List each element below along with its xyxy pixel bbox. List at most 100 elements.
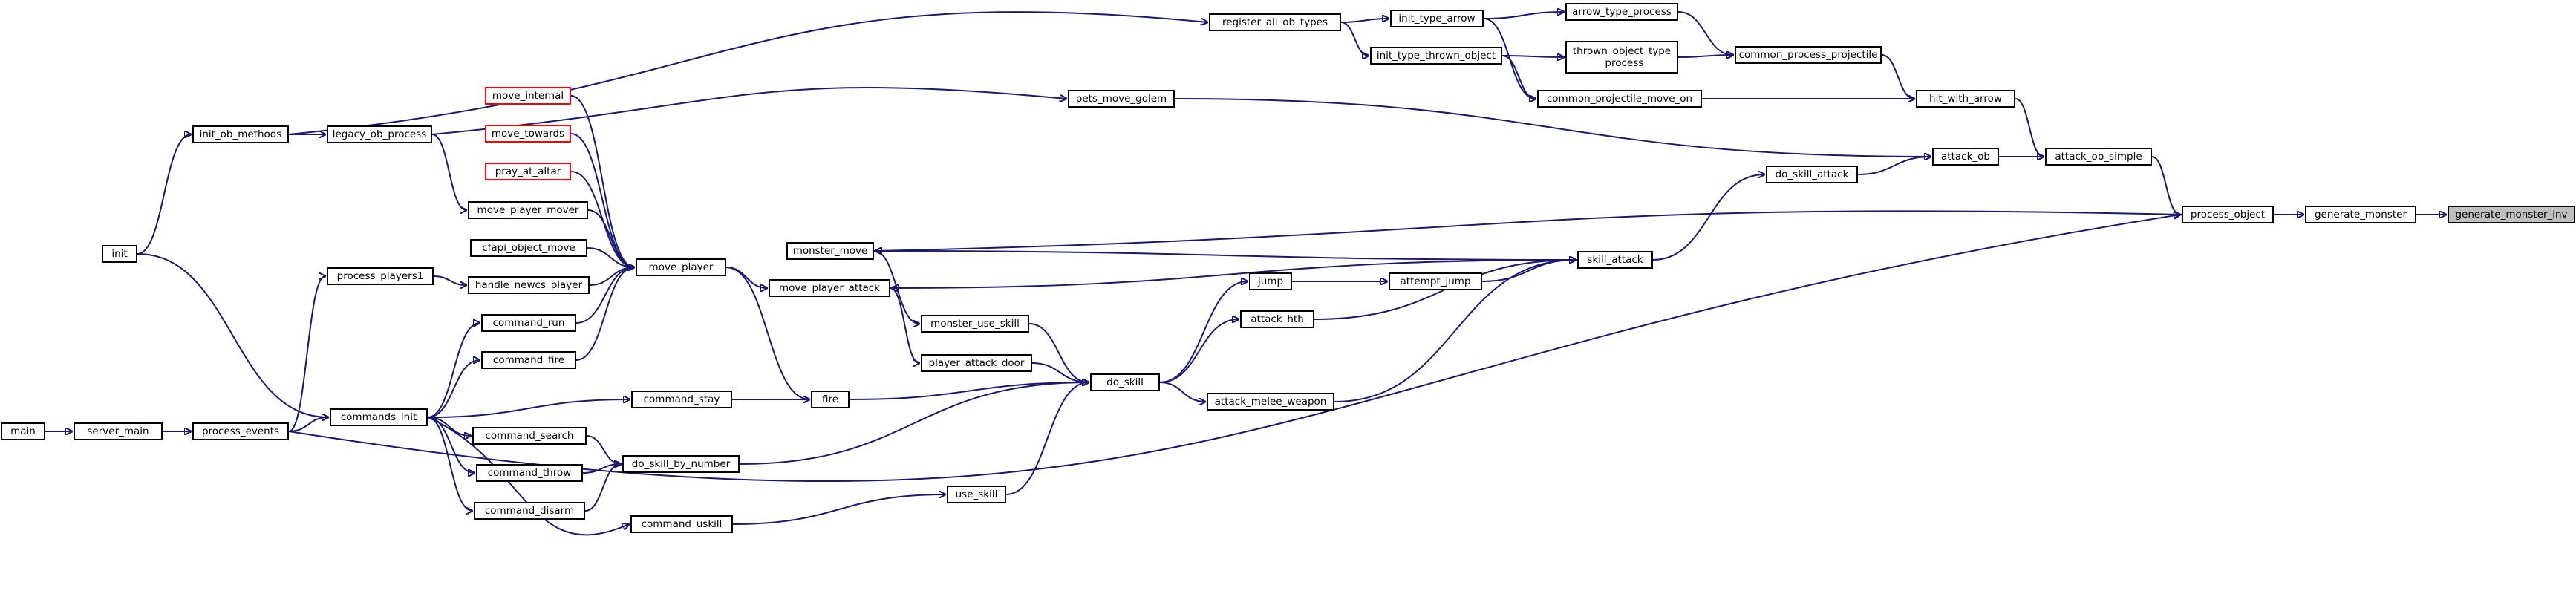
edge-skill-attack-to-do-skill-attack — [1652, 174, 1764, 261]
node-player-attack-door[interactable]: player_attack_door — [921, 354, 1032, 372]
node-command-uskill[interactable]: command_uskill — [630, 515, 733, 533]
node-generate-monster[interactable]: generate_monster — [2305, 206, 2416, 223]
edge-init-ob-methods-to-register-all-ob-types — [288, 11, 1207, 135]
node-init-type-thrown-object[interactable]: init_type_thrown_object — [1370, 47, 1502, 65]
edge-commands-init-to-command-run — [427, 323, 480, 418]
node-attack-hth[interactable]: attack_hth — [1240, 310, 1314, 328]
node-arrow-type-process[interactable]: arrow_type_process — [1565, 3, 1678, 21]
edge-command-run-to-move-player — [575, 267, 634, 324]
node-move-player-attack[interactable]: move_player_attack — [769, 279, 890, 297]
edge-do-skill-to-attack-hth — [1159, 319, 1239, 383]
node-attempt-jump[interactable]: attempt_jump — [1389, 272, 1482, 290]
edge-command-fire-to-move-player — [575, 267, 634, 361]
edge-move-player-to-move-player-attack — [725, 267, 767, 288]
edge-fire-to-do-skill — [849, 382, 1089, 400]
edge-process-events-to-process-players1 — [288, 276, 325, 432]
edge-process-object-to-monster-move — [875, 210, 2182, 251]
node-move-internal[interactable]: move_internal — [485, 87, 571, 105]
node-command-fire[interactable]: command_fire — [481, 351, 576, 369]
node-pets-move-golem[interactable]: pets_move_golem — [1068, 90, 1175, 108]
node-legacy-ob-process[interactable]: legacy_ob_process — [327, 125, 432, 143]
edge-use-skill-to-do-skill — [1005, 382, 1089, 495]
edge-move-player-mover-to-move-player — [587, 209, 634, 267]
edge-skill-attack-to-move-player-attack — [892, 259, 1578, 288]
edge-init-type-arrow-to-arrow-type-process — [1483, 12, 1564, 19]
edge-move-internal-to-move-player — [570, 95, 634, 267]
edge-thrown-object-type-process-to-common-process-projectile — [1677, 55, 1733, 57]
node-move-towards[interactable]: move_towards — [485, 125, 571, 143]
node-init-type-arrow[interactable]: init_type_arrow — [1390, 10, 1484, 27]
node-register-all-ob-types[interactable]: register_all_ob_types — [1209, 13, 1341, 31]
edge-attack-ob-simple-to-process-object — [2151, 156, 2180, 215]
node-fire[interactable]: fire — [811, 391, 850, 408]
edge-command-disarm-to-do-skill-by-number — [584, 464, 621, 512]
edge-do-skill-to-attack-melee-weapon — [1159, 382, 1205, 402]
edge-do-skill-attack-to-attack-ob — [1857, 157, 1931, 175]
node-init-ob-methods[interactable]: init_ob_methods — [192, 125, 289, 143]
edge-command-uskill-to-use-skill — [732, 494, 945, 525]
node-handle-newcs-player[interactable]: handle_newcs_player — [468, 276, 590, 294]
node-main[interactable]: main — [1, 422, 45, 440]
node-process-events[interactable]: process_events — [192, 422, 289, 440]
node-common-projectile-move-on[interactable]: common_projectile_move_on — [1537, 90, 1702, 108]
edge-do-skill-by-number-to-do-skill — [739, 382, 1089, 465]
node-label-thrown-object-type-process-l1: thrown_object_type — [1572, 45, 1672, 57]
node-hit-with-arrow[interactable]: hit_with_arrow — [1916, 90, 2015, 108]
edge-player-attack-door-to-do-skill — [1031, 362, 1089, 382]
edge-command-search-to-do-skill-by-number — [586, 435, 621, 464]
edge-move-player-attack-to-player-attack-door — [890, 287, 919, 363]
node-move-player-mover[interactable]: move_player_mover — [468, 201, 588, 219]
edge-init-to-commands-init — [137, 253, 328, 417]
edge-process-players1-to-handle-newcs-player — [433, 275, 466, 285]
node-attack-melee-weapon[interactable]: attack_melee_weapon — [1207, 393, 1334, 411]
node-move-player[interactable]: move_player — [636, 258, 726, 276]
edge-init-type-thrown-object-to-thrown-object-type-process — [1501, 56, 1564, 57]
edge-commands-init-to-command-throw — [427, 417, 475, 473]
node-pray-at-altar[interactable]: pray_at_altar — [485, 163, 571, 180]
edge-arrow-type-process-to-common-process-projectile — [1677, 11, 1733, 55]
edge-pets-move-golem-to-attack-ob — [1174, 98, 1931, 157]
node-command-disarm[interactable]: command_disarm — [474, 502, 585, 520]
node-do-skill-by-number[interactable]: do_skill_by_number — [622, 455, 740, 473]
node-command-throw[interactable]: command_throw — [476, 464, 583, 482]
edge-commands-init-to-command-fire — [427, 360, 480, 418]
node-command-stay[interactable]: command_stay — [631, 391, 732, 408]
node-monster-use-skill[interactable]: monster_use_skill — [921, 315, 1029, 333]
edge-process-events-to-process-object — [288, 215, 2180, 483]
edge-hit-with-arrow-to-attack-ob-simple — [2015, 98, 2044, 157]
edge-monster-use-skill-to-do-skill — [1028, 323, 1089, 382]
node-process-object[interactable]: process_object — [2182, 206, 2274, 223]
node-server-main[interactable]: server_main — [74, 422, 163, 440]
edge-commands-init-to-command-disarm — [427, 417, 472, 511]
node-jump[interactable]: jump — [1249, 272, 1292, 290]
node-use-skill[interactable]: use_skill — [947, 486, 1006, 503]
node-init[interactable]: init — [102, 245, 137, 263]
node-do-skill-attack[interactable]: do_skill_attack — [1766, 166, 1858, 183]
node-command-run[interactable]: command_run — [481, 314, 576, 332]
node-label-thrown-object-type-process-l2: _process — [1600, 57, 1644, 69]
edge-skill-attack-to-monster-move — [875, 251, 1578, 261]
node-generate-monster-inv: generate_monster_inv — [2448, 206, 2575, 223]
edge-register-all-ob-types-to-init-type-thrown-object — [1340, 22, 1369, 56]
node-attack-ob[interactable]: attack_ob — [1932, 148, 1999, 166]
node-command-search[interactable]: command_search — [472, 427, 587, 445]
edge-do-skill-to-jump — [1159, 281, 1248, 383]
edge-legacy-ob-process-to-move-player-mover — [431, 134, 466, 210]
edge-move-player-to-fire — [725, 267, 809, 399]
node-common-process-projectile[interactable]: common_process_projectile — [1735, 46, 1882, 64]
node-monster-move[interactable]: monster_move — [786, 242, 874, 260]
node-commands-init[interactable]: commands_init — [330, 408, 428, 426]
node-process-players1[interactable]: process_players1 — [327, 267, 434, 285]
edge-attack-melee-weapon-to-skill-attack — [1334, 260, 1576, 402]
node-skill-attack[interactable]: skill_attack — [1577, 251, 1653, 269]
node-cfapi-object-move[interactable]: cfapi_object_move — [470, 239, 587, 257]
node-attack-ob-simple[interactable]: attack_ob_simple — [2045, 148, 2152, 166]
edge-common-process-projectile-to-hit-with-arrow — [1881, 54, 1914, 99]
edge-init-type-thrown-object-to-common-projectile-move-on — [1501, 55, 1536, 99]
edge-init-to-init-ob-methods — [137, 134, 191, 255]
edge-monster-move-to-monster-use-skill — [873, 250, 919, 324]
node-do-skill[interactable]: do_skill — [1090, 373, 1160, 391]
node-thrown-object-type-process[interactable]: thrown_object_type_process — [1565, 41, 1678, 74]
